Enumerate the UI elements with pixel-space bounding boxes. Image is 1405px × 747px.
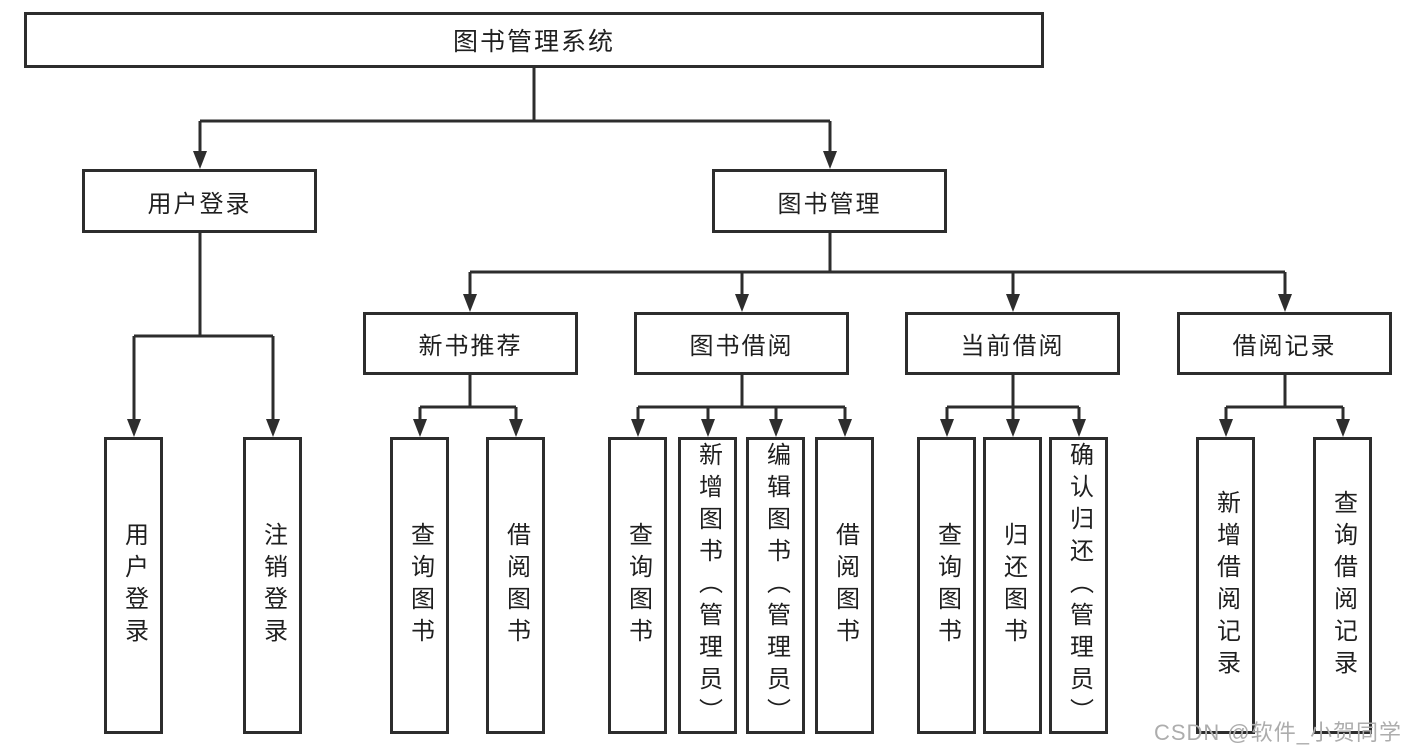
leaf-borrow-edit-label: 编辑图书（管理员） — [762, 441, 790, 730]
leaf-current-confirm: 确认归还（管理员） — [1049, 437, 1108, 734]
node-new-books-label: 新书推荐 — [418, 333, 523, 360]
edge-book-mgmt-group — [468, 233, 1287, 299]
leaf-records-add-label: 新增借阅记录 — [1212, 489, 1240, 682]
leaf-current-return: 归还图书 — [983, 437, 1042, 734]
leaf-current-query-label: 查询图书 — [933, 521, 961, 650]
leaf-logout: 注销登录 — [243, 437, 302, 734]
leaf-user-login: 用户登录 — [104, 437, 163, 734]
node-book-borrow: 图书借阅 — [634, 312, 849, 375]
node-root-label: 图书管理系统 — [452, 28, 615, 56]
leaf-newbooks-borrow-label: 借阅图书 — [502, 521, 530, 650]
leaf-borrow-query-label: 查询图书 — [624, 521, 652, 650]
node-book-borrow-label: 图书借阅 — [689, 333, 794, 360]
node-root: 图书管理系统 — [24, 12, 1044, 68]
leaf-borrow-add: 新增图书（管理员） — [678, 437, 737, 734]
leaf-borrow-query: 查询图书 — [608, 437, 667, 734]
leaf-borrow-add-label: 新增图书（管理员） — [694, 441, 722, 730]
node-user-login-label: 用户登录 — [147, 190, 252, 218]
leaf-current-query: 查询图书 — [917, 437, 976, 734]
node-current-borrow: 当前借阅 — [905, 312, 1120, 375]
edge-borrow-records-group — [1224, 375, 1345, 424]
edge-book-borrow-group — [636, 375, 847, 424]
node-current-borrow-label: 当前借阅 — [960, 333, 1065, 360]
edge-new-books-group — [418, 375, 518, 424]
leaf-logout-label: 注销登录 — [259, 521, 287, 650]
leaf-current-confirm-label: 确认归还（管理员） — [1065, 441, 1093, 730]
node-book-mgmt-label: 图书管理 — [777, 190, 882, 218]
leaf-newbooks-query-label: 查询图书 — [406, 521, 434, 650]
node-user-login: 用户登录 — [82, 169, 317, 233]
leaf-borrow-borrow-label: 借阅图书 — [831, 521, 859, 650]
node-borrow-records: 借阅记录 — [1177, 312, 1392, 375]
arrowheads — [127, 151, 1350, 437]
leaf-user-login-label: 用户登录 — [120, 521, 148, 650]
leaf-borrow-edit: 编辑图书（管理员） — [746, 437, 805, 734]
leaf-records-add: 新增借阅记录 — [1196, 437, 1255, 734]
leaf-records-query: 查询借阅记录 — [1313, 437, 1372, 734]
edge-current-borrow-group — [945, 375, 1081, 424]
leaf-newbooks-query: 查询图书 — [390, 437, 449, 734]
node-borrow-records-label: 借阅记录 — [1232, 333, 1337, 360]
node-book-mgmt: 图书管理 — [712, 169, 947, 233]
csdn-watermark: CSDN @软件_小贺同学 — [1153, 720, 1402, 745]
leaf-current-return-label: 归还图书 — [999, 521, 1027, 650]
edge-user-login-group — [132, 233, 275, 424]
edge-root-to-level2 — [198, 68, 832, 156]
leaf-records-query-label: 查询借阅记录 — [1329, 489, 1357, 682]
leaf-borrow-borrow: 借阅图书 — [815, 437, 874, 734]
node-new-books: 新书推荐 — [363, 312, 578, 375]
leaf-newbooks-borrow: 借阅图书 — [486, 437, 545, 734]
